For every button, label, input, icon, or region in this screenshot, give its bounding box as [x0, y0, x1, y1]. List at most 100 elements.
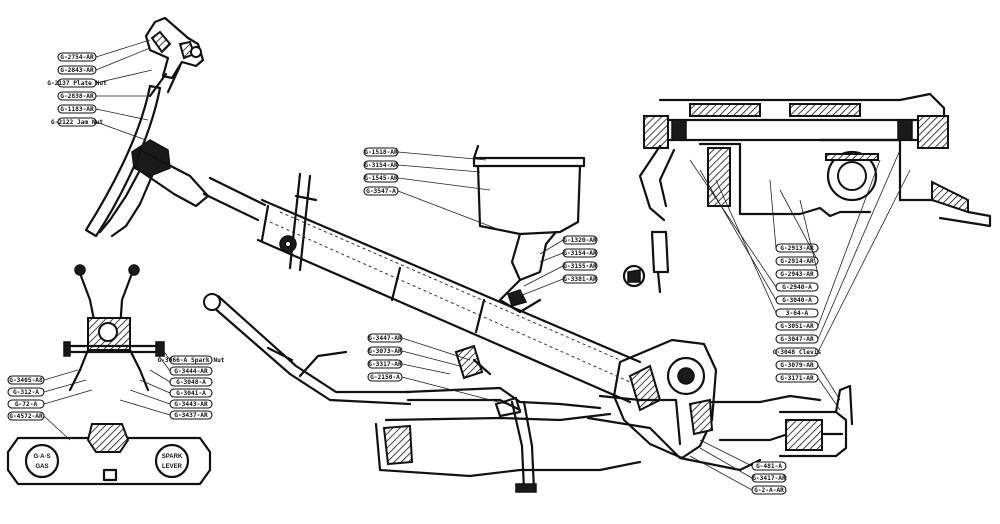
leader-line: [397, 164, 481, 173]
callout-text: G-312-A: [13, 389, 39, 396]
leader-line: [95, 69, 153, 84]
callout-lk1: G-3447-AR: [367, 333, 471, 361]
callout-rs9: G-3048 Clevis: [773, 169, 911, 357]
callout-text: G-2913-AR: [780, 245, 814, 252]
spark-gauge-label-1: SPARK: [162, 454, 183, 460]
callout-text: G-3437-AR: [174, 412, 208, 419]
gas-gauge-label-2: GAS: [35, 464, 48, 470]
callout-oc1: G-1518-AR: [363, 147, 487, 161]
spark-throttle-section: [6, 264, 212, 486]
callout-rs7: G-3051-AR: [775, 159, 881, 331]
callout-rs1: G-2913-AR: [769, 179, 819, 253]
callout-lk3: G-3317-AR: [367, 359, 451, 375]
leader-line: [401, 363, 451, 375]
gas-gauge-label-1: G·A·S: [34, 454, 51, 460]
callout-tr1: G-3066-A Spark Nut: [157, 345, 225, 365]
callout-text: G-1183-AR: [60, 106, 94, 113]
leader-line: [95, 47, 151, 71]
callout-text: G-1320-AR: [563, 237, 597, 244]
callout-text: G-3171-AR: [780, 375, 814, 382]
callout-tl1: G-3405-A8: [7, 369, 79, 385]
callout-text: 3-64-A: [786, 310, 809, 317]
callout-br1: G-481-A: [699, 439, 787, 471]
leader-line: [159, 345, 171, 361]
leader-line: [817, 377, 841, 411]
leader-line: [43, 389, 93, 405]
callout-rs8: G-3047-AR: [775, 149, 901, 344]
leader-line: [95, 121, 147, 141]
callout-rs3: G-2943-AR: [775, 199, 819, 279]
callout-text: G-3040-A: [782, 297, 812, 304]
leader-line: [397, 190, 501, 231]
callout-oc3: G-1545-AR: [363, 173, 491, 191]
leader-line: [43, 379, 87, 393]
leader-line: [715, 179, 777, 314]
leader-line: [817, 159, 881, 327]
callout-text: G-3154-AR: [563, 250, 597, 257]
steering-wheel: [84, 16, 210, 238]
leader-line: [817, 364, 841, 401]
callout-br3: G-2-A-AR: [689, 455, 787, 495]
callout-text: G-1545-AR: [364, 175, 398, 182]
callout-text: G-2943-AR: [780, 271, 814, 278]
callout-wt2: G-2843-AR: [57, 47, 151, 75]
leader-line: [699, 447, 753, 479]
callout-text: G-2940-A: [782, 284, 812, 291]
leader-line: [401, 337, 471, 361]
leader-line: [43, 369, 79, 381]
callout-tl4: G-4572-AR: [7, 411, 71, 441]
callout-rs11: G-3171-AR: [775, 373, 841, 411]
callout-wt1: G-2754-AR: [57, 39, 151, 62]
callout-oc4: G-3547-A: [363, 186, 501, 231]
callout-wt4: G-2838-AR: [57, 91, 150, 101]
callout-text: G-2838-AR: [60, 93, 94, 100]
callout-text: G-3447-AR: [368, 335, 402, 342]
callout-text: G-72-A: [15, 401, 38, 408]
callout-text: G-3079-AR: [780, 362, 814, 369]
frame-and-linkage: [203, 293, 642, 493]
callout-text: G-3155-AR: [563, 263, 597, 270]
leader-line: [523, 265, 564, 287]
callout-tr4: G-3041-A: [139, 379, 213, 398]
leader-line: [539, 252, 564, 263]
callout-cm1: G-1320-AR: [539, 235, 598, 255]
callout-text: G-3444-AR: [174, 368, 208, 375]
callout-rs6: 3-64-A: [715, 179, 819, 318]
steering-gear-box: [586, 338, 854, 472]
oil-cup: [472, 144, 586, 314]
callout-text: G-3417-AR: [752, 475, 786, 482]
callout-lk2: G-3073-AR: [367, 346, 461, 367]
leader-line: [699, 169, 777, 301]
leader-line: [817, 169, 911, 353]
callout-wt3: G-2137 Plate Nut: [47, 69, 153, 88]
callout-text: G-3547-A: [366, 188, 396, 195]
callout-tr3: G-3048-A: [149, 369, 213, 387]
leader-line: [689, 455, 753, 491]
steering-column: [202, 172, 642, 404]
leader-line: [397, 177, 491, 191]
callout-tr5: G-3443-AR: [129, 389, 213, 409]
callout-rs4: G-2940-A: [689, 159, 819, 292]
callout-text: G-3443-AR: [174, 401, 208, 408]
callout-text: G-3047-AR: [780, 336, 814, 343]
callout-rs2: G-2914-AR: [775, 189, 819, 266]
callout-text: G-3048-A: [176, 379, 206, 386]
callout-text: G-3073-AR: [368, 348, 402, 355]
callout-oc2: G-3154-AR: [363, 160, 481, 173]
callout-text: G-2754-AR: [60, 54, 94, 61]
spark-gauge-label-2: LEVER: [162, 464, 183, 470]
callout-tl3: G-72-A: [7, 389, 93, 409]
callout-text: G-3405-A8: [9, 377, 43, 384]
callout-cm3: G-3155-AR: [523, 261, 598, 287]
leader-line: [397, 151, 487, 161]
leader-line: [817, 149, 901, 340]
leader-line: [43, 415, 71, 441]
callout-br2: G-3417-AR: [699, 447, 787, 483]
callout-tl2: G-312-A: [7, 379, 87, 397]
callout-rs5: G-3040-A: [699, 169, 819, 305]
callout-tr6: G-3437-AR: [119, 399, 213, 420]
callout-text: G-3066-A Spark Nut: [157, 357, 224, 364]
part-callouts: G-2754-ARG-2843-ARG-2137 Plate NutG-2838…: [7, 39, 911, 495]
cross-section-view: [622, 92, 992, 294]
callout-text: G-4572-AR: [9, 413, 43, 420]
